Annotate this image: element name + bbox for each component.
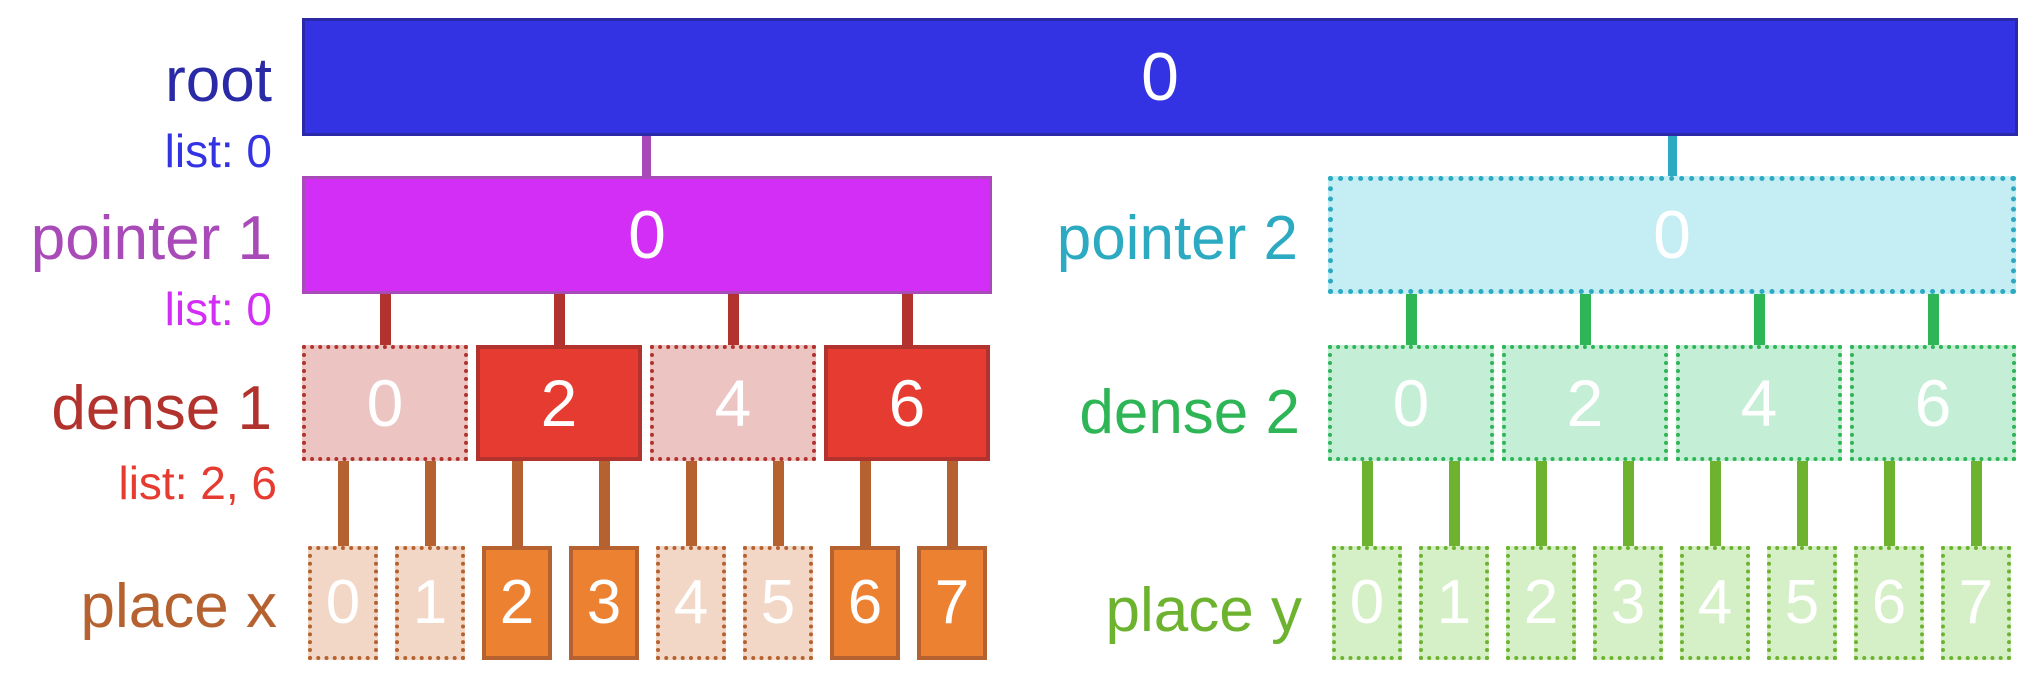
- connector-pointer1-dense1-0: [379, 294, 391, 345]
- placex-cell-6: 6: [830, 546, 900, 660]
- placex-cell-1: 1: [395, 546, 465, 660]
- placex-cell-value: 4: [673, 568, 709, 637]
- connector-pointer1-dense1-1: [553, 294, 565, 345]
- connector-dense1-placex-2: [511, 461, 523, 546]
- connector-root-pointer2: [1667, 136, 1677, 176]
- pointer1-node-value: 0: [628, 197, 666, 273]
- placey-cell-7: 7: [1941, 546, 2011, 660]
- connector-dense1-placex-0: [337, 461, 349, 546]
- connector-dense1-placex-7: [946, 461, 958, 546]
- dense1-cell-value: 4: [714, 366, 752, 440]
- dense1-cell-value: 6: [888, 366, 926, 440]
- placex-cell-4: 4: [656, 546, 726, 660]
- root-list-label: list: 0: [164, 125, 272, 177]
- dense1-cell-2: 4: [650, 345, 816, 461]
- dense1-list-label: list: 2, 6: [118, 457, 277, 509]
- placey-cell-value: 2: [1523, 568, 1559, 637]
- placey-cell-value: 3: [1610, 568, 1646, 637]
- pointer2-node-value: 0: [1653, 197, 1691, 273]
- placey-label: place y: [1105, 576, 1302, 645]
- placex-cell-5: 5: [743, 546, 813, 660]
- dense1-cell-1: 2: [476, 345, 642, 461]
- placex-cell-7: 7: [917, 546, 987, 660]
- pointer1-node: 0: [302, 176, 992, 294]
- connector-pointer2-dense2-3: [1927, 294, 1939, 345]
- root-label: root: [165, 46, 272, 115]
- placex-cell-0: 0: [308, 546, 378, 660]
- placey-cell-4: 4: [1680, 546, 1750, 660]
- dense2-cell-3: 6: [1850, 345, 2016, 461]
- connector-dense1-placex-4: [685, 461, 697, 546]
- pointer1-list-label: list: 0: [164, 283, 272, 335]
- placex-label: place x: [80, 572, 277, 641]
- connector-dense1-placex-3: [598, 461, 610, 546]
- placex-cell-value: 1: [412, 568, 448, 637]
- connector-dense1-placex-6: [859, 461, 871, 546]
- dense1-cell-value: 2: [540, 366, 578, 440]
- dense1-cell-3: 6: [824, 345, 990, 461]
- placex-cell-value: 0: [325, 568, 361, 637]
- placex-cell-value: 6: [847, 568, 883, 637]
- connector-pointer1-dense1-3: [901, 294, 913, 345]
- connector-dense2-placey-4: [1709, 461, 1721, 546]
- placey-cell-value: 0: [1349, 568, 1385, 637]
- placey-cell-value: 4: [1697, 568, 1733, 637]
- connector-pointer2-dense2-2: [1753, 294, 1765, 345]
- placex-cell-value: 7: [934, 568, 970, 637]
- connector-root-pointer1: [641, 136, 651, 176]
- placey-cell-3: 3: [1593, 546, 1663, 660]
- placey-cell-value: 7: [1958, 568, 1994, 637]
- dense2-cell-1: 2: [1502, 345, 1668, 461]
- dense2-label: dense 2: [1079, 378, 1300, 447]
- pointer2-label: pointer 2: [1056, 204, 1298, 273]
- connector-pointer2-dense2-0: [1405, 294, 1417, 345]
- connector-dense2-placey-2: [1535, 461, 1547, 546]
- placey-cell-value: 5: [1784, 568, 1820, 637]
- placey-cell-2: 2: [1506, 546, 1576, 660]
- root-node: 0: [302, 18, 2018, 136]
- connector-dense2-placey-1: [1448, 461, 1460, 546]
- dense1-cell-0: 0: [302, 345, 468, 461]
- dense2-cell-value: 0: [1392, 366, 1430, 440]
- placey-cell-0: 0: [1332, 546, 1402, 660]
- connector-dense2-placey-6: [1883, 461, 1895, 546]
- connector-dense2-placey-0: [1361, 461, 1373, 546]
- placex-cell-value: 3: [586, 568, 622, 637]
- placex-cell-2: 2: [482, 546, 552, 660]
- placey-cell-1: 1: [1419, 546, 1489, 660]
- pointer1-label: pointer 1: [30, 204, 272, 273]
- dense2-cell-0: 0: [1328, 345, 1494, 461]
- placex-cell-value: 2: [499, 568, 535, 637]
- placey-cell-value: 6: [1871, 568, 1907, 637]
- connector-dense1-placex-1: [424, 461, 436, 546]
- placey-cell-6: 6: [1854, 546, 1924, 660]
- placex-cell-3: 3: [569, 546, 639, 660]
- connector-pointer1-dense1-2: [727, 294, 739, 345]
- root-node-value: 0: [1141, 39, 1179, 115]
- dense1-label: dense 1: [51, 374, 272, 443]
- dense2-cell-value: 4: [1740, 366, 1778, 440]
- dense1-cell-value: 0: [366, 366, 404, 440]
- connector-pointer2-dense2-1: [1579, 294, 1591, 345]
- dense2-cell-value: 6: [1914, 366, 1952, 440]
- connector-dense2-placey-7: [1970, 461, 1982, 546]
- placex-cell-value: 5: [760, 568, 796, 637]
- dense2-cell-value: 2: [1566, 366, 1604, 440]
- pointer2-node: 0: [1328, 176, 2016, 294]
- connector-dense1-placex-5: [772, 461, 784, 546]
- dense2-cell-2: 4: [1676, 345, 1842, 461]
- placey-cell-value: 1: [1436, 568, 1472, 637]
- connector-dense2-placey-5: [1796, 461, 1808, 546]
- connector-dense2-placey-3: [1622, 461, 1634, 546]
- placey-cell-5: 5: [1767, 546, 1837, 660]
